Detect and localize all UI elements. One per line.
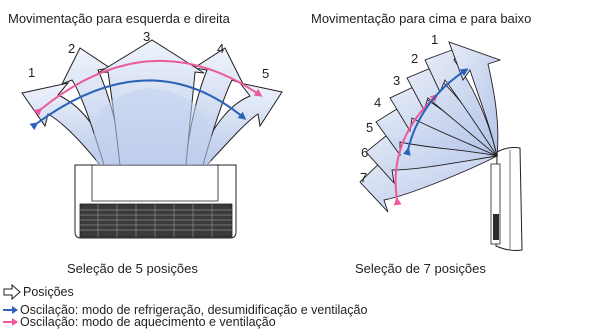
horizontal-airflow-fan bbox=[21, 39, 283, 166]
left-oscillation-arrows bbox=[29, 59, 263, 131]
legend-blue: Oscilação: modo de refrigeração, desumid… bbox=[20, 303, 368, 317]
position-number: 7 bbox=[360, 170, 368, 185]
position-number: 2 bbox=[68, 41, 76, 56]
vertical-airflow-fan bbox=[359, 41, 502, 213]
cassette-unit bbox=[74, 164, 237, 239]
left-title: Movimentação para esquerda e direita bbox=[8, 11, 230, 26]
blue-cooling-arrow bbox=[402, 68, 469, 156]
wall-unit-side bbox=[490, 147, 523, 251]
position-number: 1 bbox=[28, 65, 36, 80]
left-caption: Seleção de 5 posições bbox=[67, 261, 198, 276]
position-number: 2 bbox=[411, 51, 419, 66]
position-number: 4 bbox=[374, 95, 382, 110]
right-title: Movimentação para cima e para baixo bbox=[311, 11, 532, 26]
position-number: 5 bbox=[366, 120, 374, 135]
pink-heating-arrow bbox=[33, 59, 263, 117]
legend-pink: Oscilação: modo de aquecimento e ventila… bbox=[20, 315, 276, 329]
pink-arrow-icon bbox=[3, 318, 18, 326]
right-oscillation-arrows bbox=[393, 68, 469, 206]
position-number: 4 bbox=[217, 41, 225, 56]
right-caption: Seleção de 7 posições bbox=[355, 261, 486, 276]
blue-cooling-arrow bbox=[29, 79, 247, 131]
position-number: 3 bbox=[393, 73, 401, 88]
position-number: 1 bbox=[431, 32, 439, 47]
position-arrow-icon bbox=[3, 283, 21, 301]
blue-arrow-icon bbox=[3, 306, 18, 314]
legend-positions: Posições bbox=[23, 285, 74, 299]
position-number: 6 bbox=[361, 145, 369, 160]
position-number: 3 bbox=[143, 29, 151, 44]
position-number: 5 bbox=[262, 66, 270, 81]
